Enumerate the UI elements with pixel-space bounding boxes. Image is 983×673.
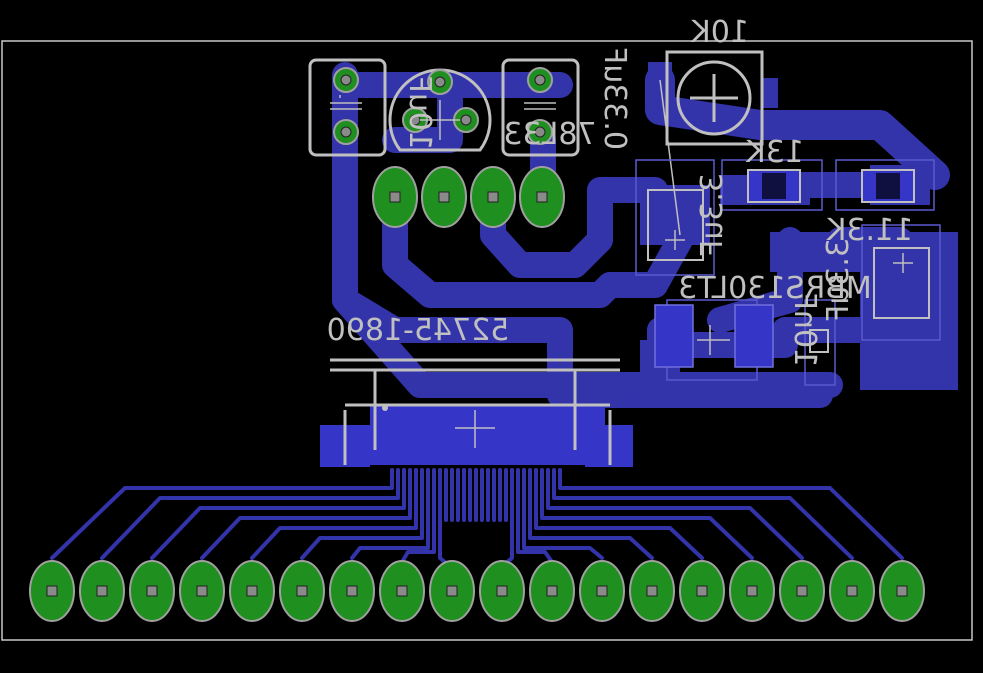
edge-connector xyxy=(29,560,925,622)
potentiometer-footprint xyxy=(659,50,764,236)
header-pin-3 xyxy=(470,166,516,228)
edge-pin-9 xyxy=(429,560,475,622)
cap-smd-left-label: 3.3uF xyxy=(695,173,730,257)
diode-label: MBRS130LT3 xyxy=(678,271,872,306)
edge-pin-12 xyxy=(579,560,625,622)
edge-pin-17 xyxy=(829,560,875,622)
cap-smd-right xyxy=(861,224,941,341)
header-pin-4 xyxy=(519,166,565,228)
connector-label: 52745-1890 xyxy=(327,313,510,348)
board-outline xyxy=(1,40,973,641)
header-pin-1 xyxy=(372,166,418,228)
cap-right-label: 0.33uF xyxy=(597,47,632,150)
signal-traces xyxy=(50,468,904,570)
regulator-footprint xyxy=(388,68,492,152)
resistor-top-label: 13K xyxy=(745,135,804,170)
edge-pin-7 xyxy=(329,560,375,622)
edge-pin-5 xyxy=(229,560,275,622)
edge-pin-18 xyxy=(879,560,925,622)
edge-pin-14 xyxy=(679,560,725,622)
edge-pin-8 xyxy=(379,560,425,622)
resistor-right-label: 11.3K xyxy=(825,213,913,248)
cap-smd-left xyxy=(635,159,715,276)
cap-smd-right-label: 3.3uF xyxy=(821,238,856,322)
diode-footprint xyxy=(654,299,774,381)
header-4pin xyxy=(372,166,565,228)
edge-pin-16 xyxy=(779,560,825,622)
edge-pin-15 xyxy=(729,560,775,622)
edge-pin-10 xyxy=(479,560,525,622)
labels: 10K 10uF 0.33uF 78L33 13K 11.3K MBRS130L… xyxy=(327,15,914,367)
pot-value-label: 10K xyxy=(690,15,749,50)
cap-right-footprint xyxy=(501,58,580,157)
fpc-connector xyxy=(320,358,633,467)
header-pin-2 xyxy=(421,166,467,228)
edge-pin-11 xyxy=(529,560,575,622)
cap-left-label: 10uF xyxy=(402,76,437,150)
cap-small-label: 10nF xyxy=(787,293,822,367)
cap-left-footprint xyxy=(308,58,387,157)
edge-pin-2 xyxy=(79,560,125,622)
edge-pin-13 xyxy=(629,560,675,622)
edge-pin-4 xyxy=(179,560,225,622)
edge-pin-3 xyxy=(129,560,175,622)
cap-small-footprint xyxy=(804,299,836,386)
regulator-label: 78L33 xyxy=(503,117,596,152)
edge-pin-6 xyxy=(279,560,325,622)
resistor-11k3 xyxy=(835,159,935,211)
resistor-13k xyxy=(721,159,823,211)
edge-pin-1 xyxy=(29,560,75,622)
